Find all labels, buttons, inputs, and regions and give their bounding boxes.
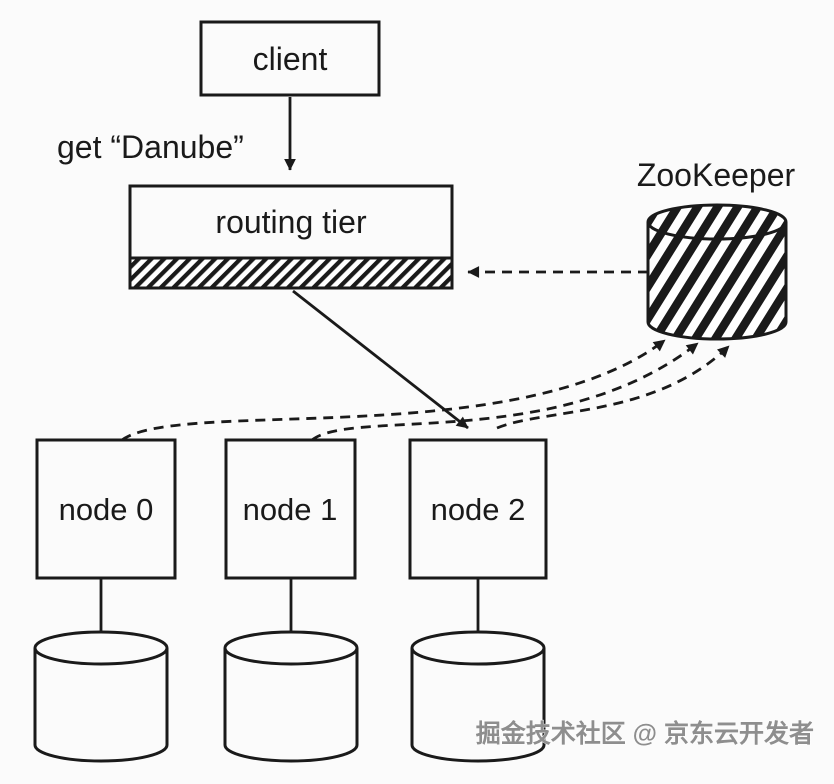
routing-tier-label: routing tier bbox=[215, 204, 367, 240]
node-0-label: node 0 bbox=[59, 492, 154, 527]
zookeeper-label: ZooKeeper bbox=[637, 157, 796, 193]
node-1-label: node 1 bbox=[243, 492, 338, 527]
watermark: 掘金技术社区 @ 京东云开发者 bbox=[476, 719, 814, 748]
request-label: get “Danube” bbox=[57, 129, 244, 165]
node-0: node 0 bbox=[33, 438, 177, 763]
client-box bbox=[199, 20, 381, 97]
zookeeper-cylinder-top bbox=[646, 203, 788, 241]
node-2-box bbox=[408, 438, 548, 580]
node-2: node 2 bbox=[408, 438, 548, 763]
zookeeper-cylinder-body bbox=[646, 222, 788, 341]
routing-tier-partition-bar bbox=[128, 256, 454, 290]
node-0-database-cylinder-icon bbox=[33, 630, 169, 763]
routing-to-node2-arrow bbox=[292, 289, 469, 430]
node-2-database-cylinder-icon bbox=[410, 630, 546, 763]
node-0-box bbox=[35, 438, 177, 580]
node-1: node 1 bbox=[223, 438, 359, 763]
zookeeper-cylinder-icon bbox=[646, 203, 788, 341]
node1-to-zookeeper-arrow bbox=[311, 341, 699, 442]
node2-to-zookeeper-arrow bbox=[496, 344, 730, 430]
routing-tier-box bbox=[128, 184, 454, 260]
node-1-database-cylinder-icon bbox=[223, 630, 359, 763]
client-label: client bbox=[253, 41, 328, 77]
node-2-label: node 2 bbox=[431, 492, 526, 527]
node0-to-zookeeper-arrow bbox=[121, 338, 666, 442]
